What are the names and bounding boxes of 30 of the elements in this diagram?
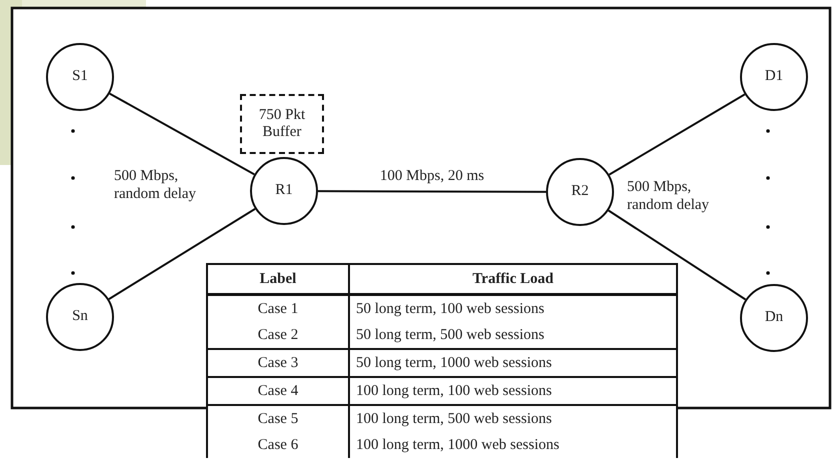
table-cell: Case 3: [207, 349, 349, 377]
node-label: Dn: [764, 309, 784, 327]
table-cell: 100 long term, 1000 web sessions: [349, 432, 677, 458]
table-cell: Case 5: [207, 405, 349, 432]
link-line: [108, 208, 256, 300]
node-label: S1: [72, 68, 88, 86]
node-label: 750 Pkt Buffer: [258, 106, 306, 142]
table-header-cell: Traffic Load: [349, 264, 677, 294]
table-header-cell: Label: [207, 264, 349, 294]
table-cell: Case 6: [207, 432, 349, 458]
link-line: [608, 210, 746, 300]
node-label: R1: [275, 182, 293, 200]
table-cell: 50 long term, 500 web sessions: [349, 322, 677, 349]
link-line: [318, 190, 546, 193]
link-line: [109, 92, 255, 176]
node-label: Sn: [72, 308, 88, 326]
table-cell: Case 4: [207, 377, 349, 405]
table-cell: 100 long term, 100 web sessions: [349, 377, 677, 405]
table-cell: Case 1: [207, 294, 349, 322]
table-cell: 50 long term, 100 web sessions: [349, 294, 677, 322]
buffer-box: [240, 94, 324, 154]
edge-label: 100 Mbps, 20 ms: [380, 166, 484, 184]
link-label: 500 Mbps, random delay: [114, 167, 198, 203]
link-label: 500 Mbps, random delay: [627, 178, 710, 214]
table-cell: 100 long term, 500 web sessions: [349, 405, 677, 432]
table-cell: 50 long term, 1000 web sessions: [349, 349, 677, 377]
table-cell: Case 2: [207, 322, 349, 349]
node-label: D1: [764, 68, 784, 86]
node-label: R2: [571, 183, 589, 201]
link-line: [608, 93, 746, 176]
